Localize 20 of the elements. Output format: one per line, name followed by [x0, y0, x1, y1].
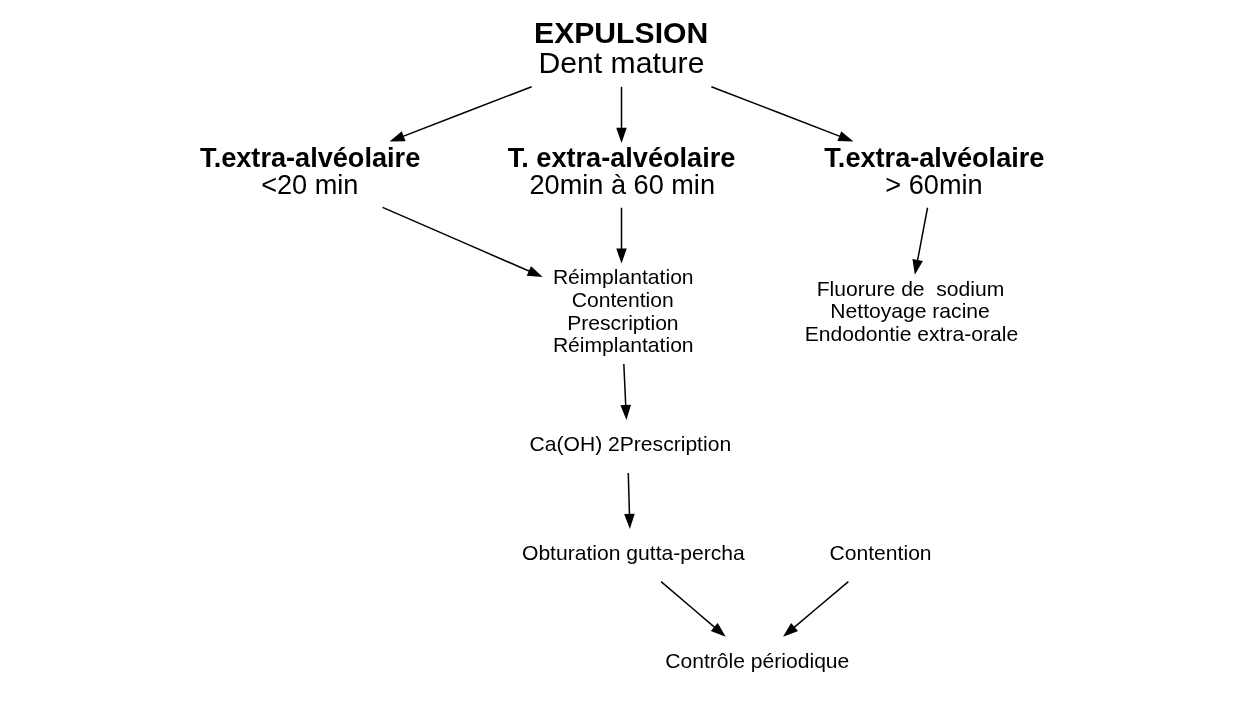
node-text: Ca(OH) 2Prescription — [529, 432, 731, 456]
arrow — [619, 363, 631, 421]
arrow — [381, 206, 543, 277]
node-text: Contrôle périodique — [664, 649, 849, 673]
arrow — [615, 86, 627, 143]
arrow — [659, 580, 726, 637]
arrow — [782, 580, 849, 637]
node-text: Contention — [829, 540, 932, 564]
node-text: Obturation gutta-percha — [521, 540, 745, 564]
arrow — [911, 207, 928, 275]
arrow — [623, 472, 635, 530]
arrow — [389, 85, 532, 142]
node-text: Réimplantation Contention Prescription Réimplantation — [552, 265, 694, 357]
node-text: T. extra-alvéolaire 20min à 60 min — [507, 142, 735, 201]
node-text: Fluorure de sodium Nettoyage racine Endodontie extra-orale — [804, 276, 1018, 345]
arrow — [615, 207, 627, 264]
arrow — [710, 85, 853, 142]
node-text: T.extra-alvéolaire > 60min — [823, 142, 1044, 201]
node-text: EXPULSION Dent mature — [533, 15, 708, 80]
node-text: T.extra-alvéolaire <20 min — [199, 142, 420, 201]
